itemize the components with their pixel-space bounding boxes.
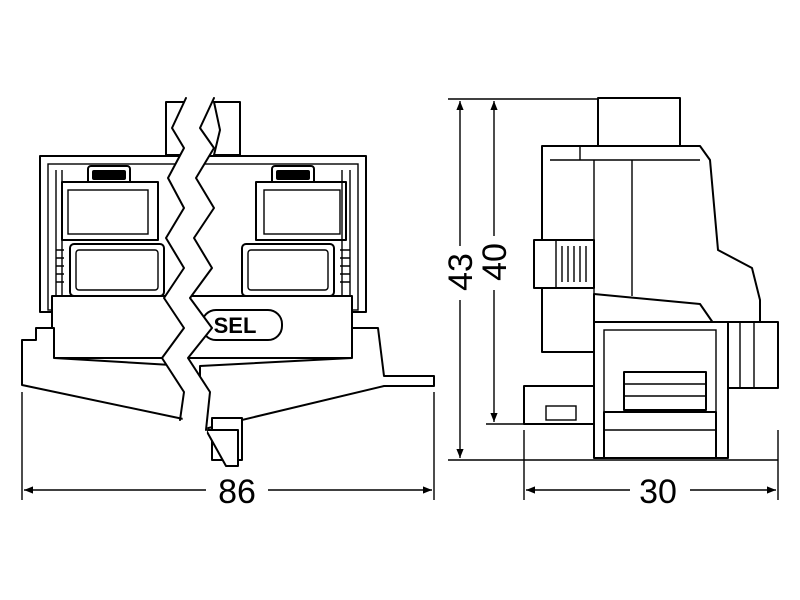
width-dimension-label: 86 xyxy=(218,473,256,511)
height-inner-label: 40 xyxy=(476,243,514,281)
height-outer-label: 43 xyxy=(442,253,480,291)
side-view: 43 40 30 xyxy=(442,97,779,511)
right-port xyxy=(241,165,351,300)
left-port xyxy=(55,165,165,300)
logo-text: SEL xyxy=(214,313,257,338)
front-view: SEL 86 xyxy=(21,97,435,511)
logo: SEL xyxy=(201,309,283,341)
depth-dimension-label: 30 xyxy=(639,473,677,511)
